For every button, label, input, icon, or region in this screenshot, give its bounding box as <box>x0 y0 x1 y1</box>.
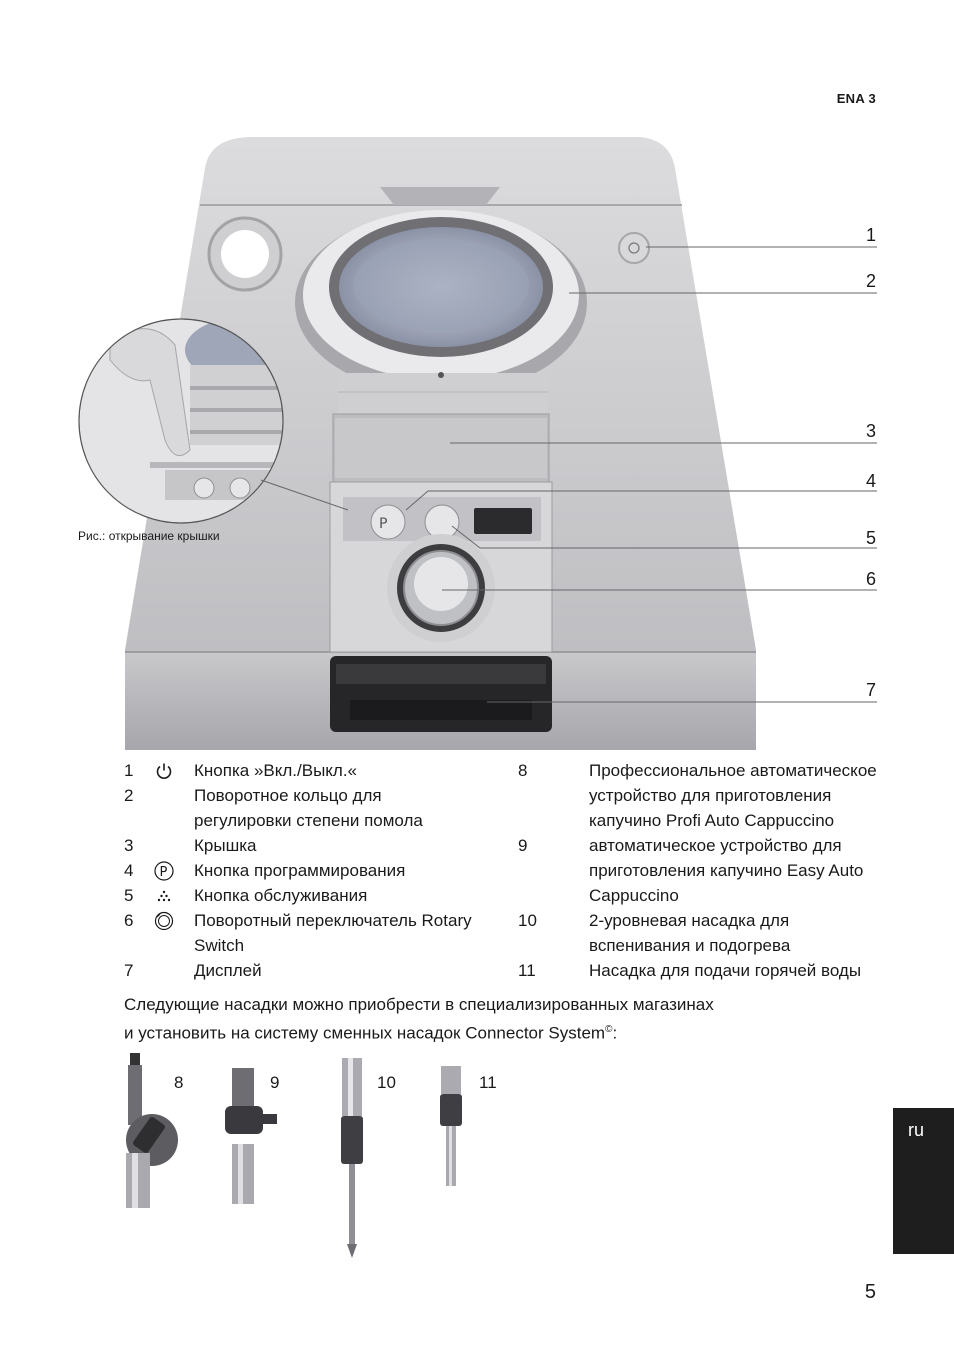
legend-text: вспенивания и подогрева <box>589 936 791 955</box>
power-button-illustration <box>618 232 650 264</box>
lid-illustration <box>332 413 550 483</box>
accessory-label-11: 11 <box>479 1073 497 1092</box>
callout-1: 1 <box>865 225 876 245</box>
legend-item: 4 P Кнопка программирования <box>124 858 504 883</box>
legend-number: 5 <box>124 886 134 905</box>
legend-text: приготовления капучино Easy Auto <box>589 861 864 880</box>
legend-number: 9 <box>518 836 528 855</box>
legend-right: 8 Профессиональное автоматическое устрой… <box>518 758 898 983</box>
callout-6: 6 <box>865 569 876 589</box>
hot-water-nozzle-drawing <box>440 1066 462 1186</box>
legend-number: 6 <box>124 911 134 930</box>
program-p-icon: P <box>154 861 174 881</box>
legend-number: 10 <box>518 911 537 930</box>
legend-text: Насадка для подачи горячей воды <box>589 961 862 980</box>
legend-item: 6 Поворотный переключатель Rotary Switch <box>124 908 504 958</box>
legend-number: 8 <box>518 761 528 780</box>
water-tank-lid <box>207 216 283 292</box>
legend-text: Кнопка программирования <box>194 861 406 880</box>
legend-text: Кнопка обслуживания <box>194 886 368 905</box>
easy-auto-cappuccino-drawing <box>225 1068 277 1204</box>
legend-number: 11 <box>518 961 536 980</box>
legend-text: Кнопка »Вкл./Выкл.« <box>194 761 358 780</box>
legend-text: 2-уровневая насадка для <box>589 911 790 930</box>
legend-item: 1 Кнопка »Вкл./Выкл.« <box>124 758 504 783</box>
accessory-label-10: 10 <box>377 1073 396 1092</box>
page-number: 5 <box>864 1281 876 1303</box>
rotary-switch-icon <box>154 911 174 931</box>
note-line-2-end: : <box>612 1023 618 1043</box>
language-tab: ru <box>893 1108 954 1254</box>
accessories-note: Следующие насадки можно приобрести в спе… <box>124 992 824 1046</box>
accessory-label-9: 9 <box>270 1073 280 1092</box>
note-line-2-text: и установить на систему сменных насадок … <box>124 1023 606 1043</box>
accessories-illustrations: 8 9 10 11 <box>100 1048 560 1268</box>
svg-text:P: P <box>379 516 387 532</box>
legend-text: Поворотное кольцо для <box>194 786 382 805</box>
language-code: ru <box>908 1120 925 1140</box>
accessory-drawings <box>126 1053 462 1258</box>
copyright-mark: © <box>605 1024 613 1035</box>
frothing-nozzle-drawing <box>341 1058 363 1258</box>
legend-number: 2 <box>124 786 134 805</box>
svg-text:P: P <box>160 865 168 880</box>
control-panel: P <box>329 481 553 653</box>
legend-text: Поворотный переключатель Rotary <box>194 911 472 930</box>
callout-3: 3 <box>865 421 876 441</box>
note-line-2: и установить на систему сменных насадок … <box>124 1017 824 1046</box>
note-line-1: Следующие насадки можно приобрести в спе… <box>124 995 714 1014</box>
legend-text: регулировки степени помола <box>194 811 423 830</box>
drip-area <box>330 656 552 732</box>
callout-leaders <box>405 246 877 703</box>
legend-item: 5 Кнопка обслуживания <box>124 883 504 908</box>
legend-text: устройство для приготовления <box>589 786 832 805</box>
legend-number: 4 <box>124 861 134 880</box>
legend-item: 8 Профессиональное автоматическое устрой… <box>518 758 898 833</box>
legend-text: Дисплей <box>194 961 262 980</box>
callout-4: 4 <box>865 471 876 491</box>
legend-number: 7 <box>124 961 134 980</box>
legend-text: автоматическое устройство для <box>589 836 842 855</box>
callout-5: 5 <box>865 528 876 548</box>
legend-left: 1 Кнопка »Вкл./Выкл.« 2 Поворотное кольц… <box>124 758 504 983</box>
legend-text: Cappuccino <box>589 886 679 905</box>
legend-item: 9 автоматическое устройство для приготов… <box>518 833 898 908</box>
bean-container <box>295 210 587 413</box>
callout-7: 7 <box>865 680 876 700</box>
profi-auto-cappuccino-drawing <box>126 1053 178 1208</box>
callout-2: 2 <box>865 271 876 291</box>
legend-text: Крышка <box>194 836 257 855</box>
accessory-label-8: 8 <box>174 1073 184 1092</box>
legend-text: капучино Profi Auto Cappuccino <box>589 811 835 830</box>
machine-illustration: P <box>78 137 877 750</box>
model-name: ENA 3 <box>836 91 876 106</box>
power-icon <box>154 761 174 781</box>
legend-item: 11 Насадка для подачи горячей воды <box>518 958 898 983</box>
legend-item: 10 2-уровневая насадка для вспенивания и… <box>518 908 898 958</box>
legend-number: 3 <box>124 836 134 855</box>
legend-item: 3 Крышка <box>124 833 504 858</box>
legend-number: 1 <box>124 761 134 780</box>
service-icon <box>154 886 174 906</box>
legend-text: Профессиональное автоматическое <box>589 761 877 780</box>
legend-item: 2 Поворотное кольцо для регулировки степ… <box>124 783 504 833</box>
legend-text: Switch <box>194 936 245 955</box>
legend-item: 7 Дисплей <box>124 958 504 983</box>
figure-caption: Рис.: открывание крышки <box>78 529 220 543</box>
